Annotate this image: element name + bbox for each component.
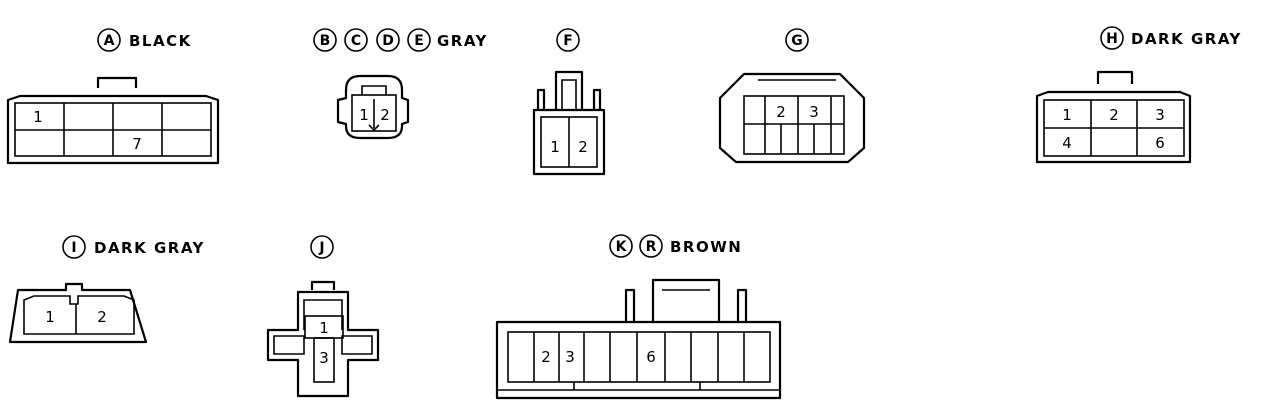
connector-i-pin-2: 2: [97, 308, 107, 326]
connector-g-letter: G: [791, 33, 803, 49]
connector-d-letter-badge: D: [376, 28, 400, 52]
connector-h-pin-2: 2: [1109, 106, 1119, 124]
connector-g-letter-badge: G: [785, 28, 809, 52]
connector-h-pin-1: 1: [1062, 106, 1072, 124]
connector-bcde: B C D E GRAY 1 2: [313, 28, 488, 140]
connector-kr-pin-3: 3: [565, 348, 575, 366]
connector-j-letter: J: [318, 240, 324, 256]
connector-g-pin-3: 3: [809, 103, 819, 121]
connector-b-letter-badge: B: [313, 28, 337, 52]
connector-a-color: BLACK: [129, 32, 192, 50]
connector-i-letter: I: [71, 240, 76, 256]
connector-bcde-pin-1: 1: [359, 106, 369, 124]
connector-f-letter-badge: F: [556, 28, 580, 52]
connector-j-pin-1: 1: [319, 319, 329, 337]
connector-r-letter-badge: R: [639, 234, 663, 258]
connector-g-pin-2: 2: [776, 103, 786, 121]
connector-h-letter: H: [1106, 31, 1118, 47]
connector-g: G 2 3: [718, 28, 866, 164]
connector-j-housing: [266, 280, 380, 398]
connector-j-letter-badge: J: [310, 235, 334, 259]
connector-h-pin-6: 6: [1155, 134, 1165, 152]
connector-r-letter: R: [646, 239, 657, 255]
connector-i-letter-badge: I: [62, 235, 86, 259]
connector-c-letter: C: [351, 33, 361, 49]
connector-f-pin-1: 1: [550, 138, 560, 156]
connector-j: J 1 3: [266, 235, 380, 398]
connector-i-color: DARK GRAY: [94, 239, 205, 257]
connector-d-letter: D: [382, 33, 394, 49]
connector-j-pin-3: 3: [319, 349, 329, 367]
connector-kr-color: BROWN: [670, 238, 742, 256]
connector-c-letter-badge: C: [344, 28, 368, 52]
connector-kr: K R BROWN 2 3 6: [495, 234, 782, 400]
connector-e-letter-badge: E: [407, 28, 431, 52]
connector-h-color: DARK GRAY: [1131, 30, 1242, 48]
connector-k-letter: K: [616, 239, 628, 255]
connector-a-letter: A: [104, 33, 115, 49]
connector-f-housing: [532, 70, 606, 176]
connector-i-pin-1: 1: [45, 308, 55, 326]
connector-h-pin-4: 4: [1062, 134, 1072, 152]
connector-a-letter-badge: A: [97, 28, 121, 52]
connector-i: I DARK GRAY 1 2: [8, 235, 205, 344]
connector-b-letter: B: [320, 33, 331, 49]
connector-a-pin-1: 1: [33, 108, 43, 126]
connector-a-pin-7: 7: [132, 135, 142, 153]
connector-f: F 1 2: [532, 28, 606, 176]
connector-i-housing: [8, 282, 148, 344]
connector-h-letter-badge: H: [1100, 26, 1124, 50]
connector-kr-pin-2: 2: [541, 348, 551, 366]
connector-bcde-color: GRAY: [437, 32, 488, 50]
connector-f-pin-2: 2: [578, 138, 588, 156]
connector-h: H DARK GRAY 1 2 3 4 6: [1035, 26, 1242, 164]
connector-bcde-pin-2: 2: [380, 106, 390, 124]
connector-k-letter-badge: K: [609, 234, 633, 258]
connector-h-pin-3: 3: [1155, 106, 1165, 124]
connector-f-letter: F: [563, 33, 573, 49]
connector-a: A BLACK 1 7: [6, 28, 220, 165]
connector-g-housing: [718, 72, 866, 164]
connector-a-housing: [6, 76, 220, 165]
connector-kr-pin-6: 6: [646, 348, 656, 366]
connector-kr-housing: [495, 278, 782, 400]
connector-bcde-housing: [336, 74, 410, 140]
connector-h-housing: [1035, 70, 1192, 164]
connector-e-letter: E: [414, 33, 424, 49]
